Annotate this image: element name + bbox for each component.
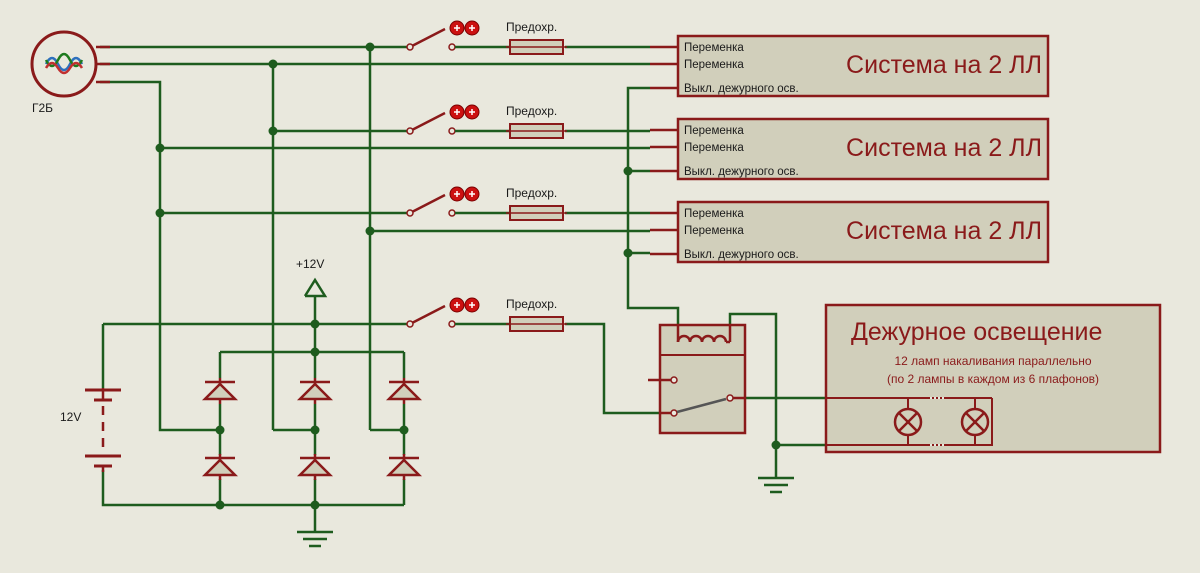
system-pin-label: Переменка bbox=[684, 59, 744, 71]
switch-2[interactable] bbox=[406, 104, 510, 135]
relay-coil-icon bbox=[676, 325, 732, 344]
relay[interactable] bbox=[648, 323, 747, 435]
standby-title: Дежурное освещение bbox=[851, 318, 1102, 346]
diode-bridge bbox=[201, 378, 423, 480]
probe-indicator-icon bbox=[464, 20, 480, 36]
probe-indicator-icon bbox=[449, 104, 465, 120]
diode-icon bbox=[385, 378, 423, 404]
system-pin-label: Выкл. дежурного осв. bbox=[684, 249, 799, 261]
switches bbox=[406, 20, 510, 328]
standby-lighting-block[interactable]: Дежурное освещение 12 ламп накаливания п… bbox=[824, 303, 1162, 454]
probe-indicator-icon bbox=[464, 104, 480, 120]
ground-symbol-bridge bbox=[297, 530, 333, 548]
relay-contact-icon bbox=[648, 376, 745, 417]
generator-label: Г2Б bbox=[32, 101, 53, 115]
probe-indicator-icon bbox=[464, 186, 480, 202]
system-pin-label: Переменка bbox=[684, 208, 744, 220]
system-pin-label: Переменка bbox=[684, 42, 744, 54]
switch-1[interactable] bbox=[406, 20, 510, 51]
probe-indicator-icon bbox=[449, 186, 465, 202]
wire-standby-off-bus bbox=[626, 86, 680, 325]
system-title: Система на 2 ЛЛ bbox=[846, 217, 1042, 245]
wires bbox=[100, 45, 826, 532]
standby-line1: 12 ламп накаливания параллельно bbox=[894, 354, 1091, 368]
fuse-label: Предохр. bbox=[506, 186, 557, 200]
fuse-3[interactable]: Предохр. bbox=[506, 186, 567, 221]
fuse-2[interactable]: Предохр. bbox=[506, 104, 567, 139]
fuse-1[interactable]: Предохр. bbox=[506, 20, 567, 55]
system-pin-label: Переменка bbox=[684, 225, 744, 237]
sine-wave-icon bbox=[44, 52, 84, 75]
fuse-label: Предохр. bbox=[506, 20, 557, 34]
wire-fuse4-to-relay bbox=[565, 322, 660, 415]
lamp-circuit bbox=[826, 397, 993, 446]
lamp-icon bbox=[960, 407, 990, 437]
system-pin-label: Выкл. дежурного осв. bbox=[684, 83, 799, 95]
system-title: Система на 2 ЛЛ bbox=[846, 51, 1042, 79]
fuse-4[interactable]: Предохр. bbox=[506, 297, 567, 332]
switch-3[interactable] bbox=[406, 186, 510, 217]
fuses: Предохр. Предохр. Предохр. Предохр. bbox=[506, 20, 567, 332]
diode-icon bbox=[201, 378, 239, 404]
battery: 12V bbox=[60, 388, 121, 472]
switch-4[interactable] bbox=[406, 297, 510, 328]
fuse-label: Предохр. bbox=[506, 104, 557, 118]
diode-icon bbox=[296, 454, 334, 480]
probe-indicator-icon bbox=[449, 20, 465, 36]
fuse-label: Предохр. bbox=[506, 297, 557, 311]
standby-line2: (по 2 лампы в каждом из 6 плафонов) bbox=[887, 372, 1099, 386]
diode-icon bbox=[201, 454, 239, 480]
supply-terminal: +12V bbox=[296, 257, 328, 300]
supply-label: +12V bbox=[296, 257, 324, 271]
probe-indicator-icon bbox=[449, 297, 465, 313]
system-pin-label: Выкл. дежурного осв. bbox=[684, 166, 799, 178]
diode-icon bbox=[385, 454, 423, 480]
generator[interactable]: Г2Б bbox=[30, 30, 110, 115]
system-pin-label: Переменка bbox=[684, 125, 744, 137]
junctions bbox=[155, 42, 781, 510]
system-title: Система на 2 ЛЛ bbox=[846, 134, 1042, 162]
battery-label: 12V bbox=[60, 410, 81, 424]
lamp-icon bbox=[893, 407, 923, 437]
diode-icon bbox=[296, 378, 334, 404]
wire-phase-3 bbox=[100, 80, 220, 432]
wire-relay-coil-ground bbox=[728, 312, 778, 445]
ground-symbol-relay bbox=[758, 476, 794, 494]
probe-indicator-icon bbox=[464, 297, 480, 313]
wire-batt-minus bbox=[101, 470, 404, 507]
system-pin-label: Переменка bbox=[684, 142, 744, 154]
